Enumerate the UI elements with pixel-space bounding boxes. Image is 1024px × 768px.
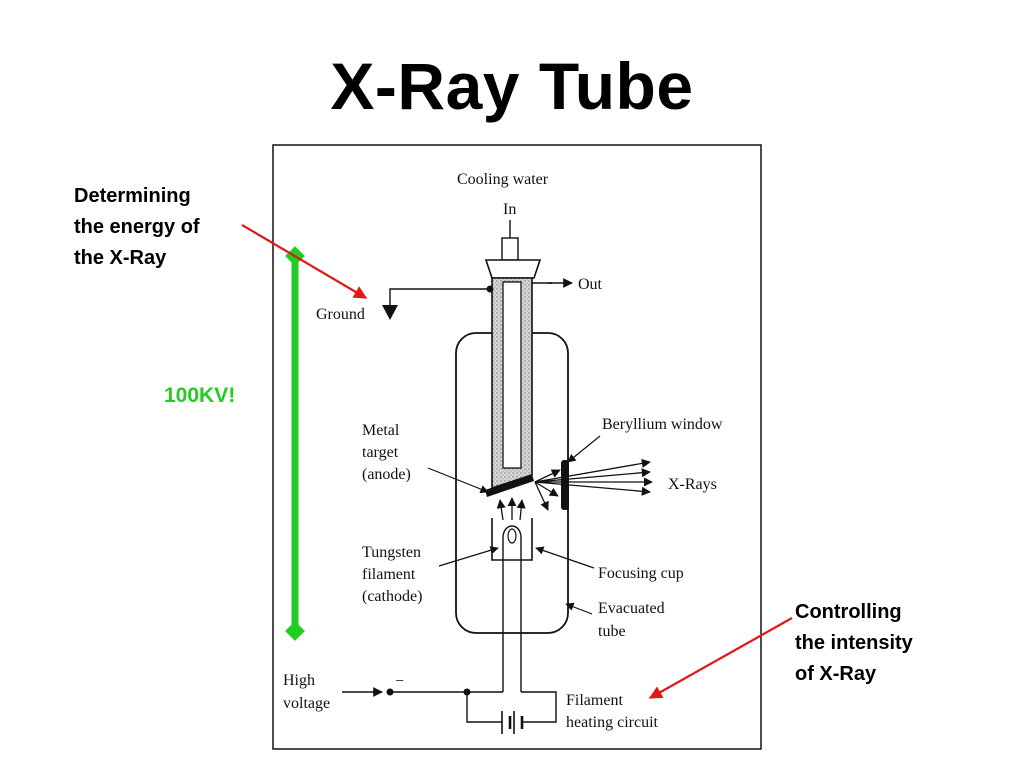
- label-metal-target-1: Metal: [362, 422, 400, 439]
- label-metal-target-2: target: [362, 444, 399, 461]
- leader-evacuated: [565, 602, 593, 615]
- label-evacuated-2: tube: [598, 623, 626, 640]
- label-minus: −: [395, 673, 404, 690]
- label-evacuated-1: Evacuated: [598, 600, 665, 617]
- label-tungsten-3: (cathode): [362, 588, 422, 605]
- voltage-bar-bottom-cap: [285, 621, 305, 641]
- leader-focusing-cup: [535, 546, 595, 569]
- label-beryllium-window: Beryllium window: [602, 416, 723, 433]
- focusing-cup: [491, 518, 533, 561]
- filament-coil: [507, 528, 517, 544]
- ground-icon: [382, 305, 398, 320]
- heating-wire-right: [521, 691, 557, 723]
- label-metal-target-3: (anode): [362, 466, 411, 483]
- label-x-rays: X-Rays: [668, 476, 717, 493]
- label-in: In: [503, 201, 516, 218]
- label-high-voltage-1: High: [283, 672, 315, 689]
- leader-beryllium: [567, 435, 601, 463]
- energy-annotation: Determining the energy of the X-Ray: [74, 185, 200, 269]
- tungsten-filament: [502, 525, 522, 562]
- label-ground: Ground: [316, 306, 365, 323]
- leader-metal-target: [427, 467, 489, 494]
- slide-title: X-Ray Tube: [330, 49, 694, 123]
- water-channel: [502, 281, 522, 469]
- label-cooling-water: Cooling water: [457, 171, 549, 188]
- intensity-annotation: Controlling the intensity of X-Ray: [795, 601, 913, 685]
- energy-annotation-arrow: [241, 224, 368, 299]
- label-out: Out: [578, 276, 603, 293]
- label-filament-heating-1: Filament: [566, 692, 623, 709]
- anode-cap: [484, 259, 542, 279]
- ground-wire: [389, 288, 490, 305]
- intensity-annotation-arrow: [648, 617, 793, 699]
- metal-target-face: [485, 474, 534, 497]
- label-focusing-cup: Focusing cup: [598, 565, 684, 582]
- voltage-label: 100KV!: [164, 384, 236, 407]
- electron-beam: [496, 497, 526, 521]
- heating-wire-left: [466, 692, 502, 723]
- x-ray-beams: [534, 458, 653, 511]
- inlet-neck: [501, 237, 519, 261]
- label-tungsten-2: filament: [362, 566, 416, 583]
- label-high-voltage-2: voltage: [283, 695, 330, 712]
- label-filament-heating-2: heating circuit: [566, 714, 659, 731]
- label-tungsten-1: Tungsten: [362, 544, 421, 561]
- leader-filament: [438, 546, 499, 567]
